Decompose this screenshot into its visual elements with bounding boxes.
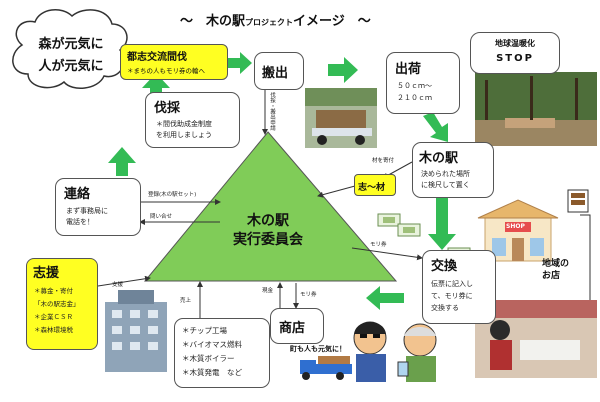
local-shop-line2: お店 — [542, 271, 561, 281]
arrow-hanshutsu-to-shukka — [328, 57, 358, 83]
kinoeki-sub1: 決められた場所 — [421, 170, 470, 178]
shop-illustration — [477, 199, 559, 262]
kinoeki-title: 木の駅 — [419, 151, 459, 166]
arrow-shukka-to-kinoeki — [423, 112, 448, 142]
arrow-toshi-to-hanshutsu — [228, 52, 252, 74]
arrow-bassai-to-toshi — [142, 73, 170, 98]
bassai-title: 伐採 — [154, 101, 181, 116]
committee-triangle — [143, 131, 398, 282]
node-kokan: 交換 伝票に記入し て、モリ券に 交換する — [422, 250, 496, 324]
committee-label: 木の駅 実行委員会 — [218, 212, 318, 250]
node-kinoeki: 木の駅 決められた場所 に検尺して置く — [412, 142, 494, 198]
title-main: ～ 木の駅 — [180, 14, 246, 29]
node-hanshutsu: 搬出 — [254, 52, 304, 90]
node-uses: ＊チップ工場 ＊バイオマス燃料 ＊木質ボイラー ＊木質発電 など — [174, 318, 270, 388]
arrow-kokan-to-shoten — [366, 286, 404, 310]
global-warming-line1: 地球温暖化 — [495, 39, 535, 48]
uses-item-1: ＊チップ工場 — [182, 326, 227, 335]
global-warming-box: 地球温暖化 STOP — [470, 32, 560, 74]
bassai-sub1: ＊間伐助成金制度 — [156, 120, 212, 128]
toshi-sub: ＊まちの人もモリ券の輪へ — [127, 67, 205, 75]
toshi-title: 都志交流間伐 — [127, 52, 187, 63]
town-label: 町も人も元気に！ — [290, 345, 346, 353]
mori-ken-ticket-2 — [397, 223, 421, 237]
photo-hanshutsu-truck — [305, 88, 377, 148]
local-shop-line1: 地域の — [542, 259, 570, 269]
renraku-sub2: 電話を！ — [66, 218, 94, 226]
truck-icon — [300, 356, 352, 380]
committee-line2: 実行委員会 — [233, 232, 303, 248]
cloud-text: 森が元気に 人が元気に — [30, 34, 112, 78]
kokorozashi-label: 志～材 — [358, 183, 386, 193]
local-shop-label: 地域の お店 — [542, 258, 569, 282]
node-shoten: 商店 — [270, 308, 324, 344]
arrow-renraku-to-bassai — [108, 147, 136, 176]
edge-label-toroku: 登録(木の駅セット) — [148, 192, 197, 198]
shukka-sub1: ５０ｃｍ～ — [397, 82, 432, 90]
kokan-sub1: 伝票に記入し — [431, 280, 473, 288]
cloud-line2: 人が元気に — [38, 59, 104, 74]
log-cart-icon — [567, 189, 589, 213]
kokan-sub3: 交換する — [431, 304, 459, 312]
edge-label-morikken-2: モリ券 — [300, 292, 317, 298]
line-shien-to-center — [97, 275, 151, 287]
shien-item-1: ＊募金・寄付 — [34, 287, 73, 295]
uses-item-2: ＊バイオマス燃料 — [182, 340, 242, 349]
shien-item-4: ＊森林環境税 — [34, 326, 73, 334]
bassai-sub2: を利用しましょう — [156, 131, 212, 139]
edge-label-uriage: 売上 — [180, 298, 192, 304]
node-shukka: 出荷 ５０ｃｍ～ ２１０ｃｍ — [386, 52, 460, 114]
edge-label-zaizai: 材を寄付 — [372, 158, 395, 164]
photo-building — [105, 290, 167, 372]
kinoeki-sub2: に検尺して置く — [421, 181, 470, 189]
uses-item-3: ＊木質ボイラー — [182, 354, 235, 363]
arrow-kinoeki-to-kokan — [428, 196, 456, 250]
title-end: イメージ ～ — [293, 14, 371, 29]
kokan-sub2: て、モリ券に — [431, 292, 473, 300]
line-center-to-kokan — [351, 247, 423, 261]
page-title: ～ 木の駅プロジェクトイメージ ～ — [180, 10, 371, 29]
global-warming-line2: STOP — [496, 53, 534, 64]
renraku-title: 連絡 — [64, 187, 91, 202]
shop-sign: SHOP — [506, 223, 525, 230]
shien-item-2: 「木の駅志金」 — [34, 300, 80, 308]
hanshutsu-title: 搬出 — [262, 66, 289, 81]
edge-label-hanshutsu-shinsei: 伐採・搬出申請 — [269, 92, 275, 131]
node-toshi-exchange: 都志交流間伐 ＊まちの人もモリ券の輪へ — [120, 44, 228, 80]
edge-label-shien: 支援 — [112, 282, 124, 288]
mori-ken-ticket-1 — [377, 213, 401, 227]
edge-label-toiawase: 問い合せ — [150, 214, 173, 220]
shukka-title: 出荷 — [395, 62, 422, 77]
line-kokorozashi-to-center — [317, 185, 356, 198]
edge-label-morikken: モリ券 — [370, 242, 387, 248]
committee-line1: 木の駅 — [247, 213, 289, 229]
shukka-sub2: ２１０ｃｍ — [397, 94, 432, 102]
people-illustration — [353, 321, 437, 382]
shoten-title: 商店 — [279, 321, 306, 336]
node-renraku: 連絡 まず事務局に 電話を！ — [55, 178, 141, 236]
photo-global-warming-forest — [475, 72, 597, 146]
cloud-line1: 森が元気に — [38, 37, 104, 52]
title-small: プロジェクト — [245, 18, 294, 27]
shien-item-3: ＊企業ＣＳＲ — [34, 313, 73, 321]
kokan-title: 交換 — [431, 259, 458, 274]
node-bassai: 伐採 ＊間伐助成金制度 を利用しましょう — [145, 92, 240, 148]
node-shien: 志援 ＊募金・寄付 「木の駅志金」 ＊企業ＣＳＲ ＊森林環境税 — [26, 258, 98, 350]
renraku-sub1: まず事務局に — [66, 207, 108, 215]
edge-label-genkin: 現金 — [262, 288, 274, 294]
shien-title: 志援 — [33, 266, 60, 281]
node-kokorozashi-zai: 志～材 — [354, 174, 396, 196]
uses-item-4: ＊木質発電 など — [182, 368, 242, 377]
